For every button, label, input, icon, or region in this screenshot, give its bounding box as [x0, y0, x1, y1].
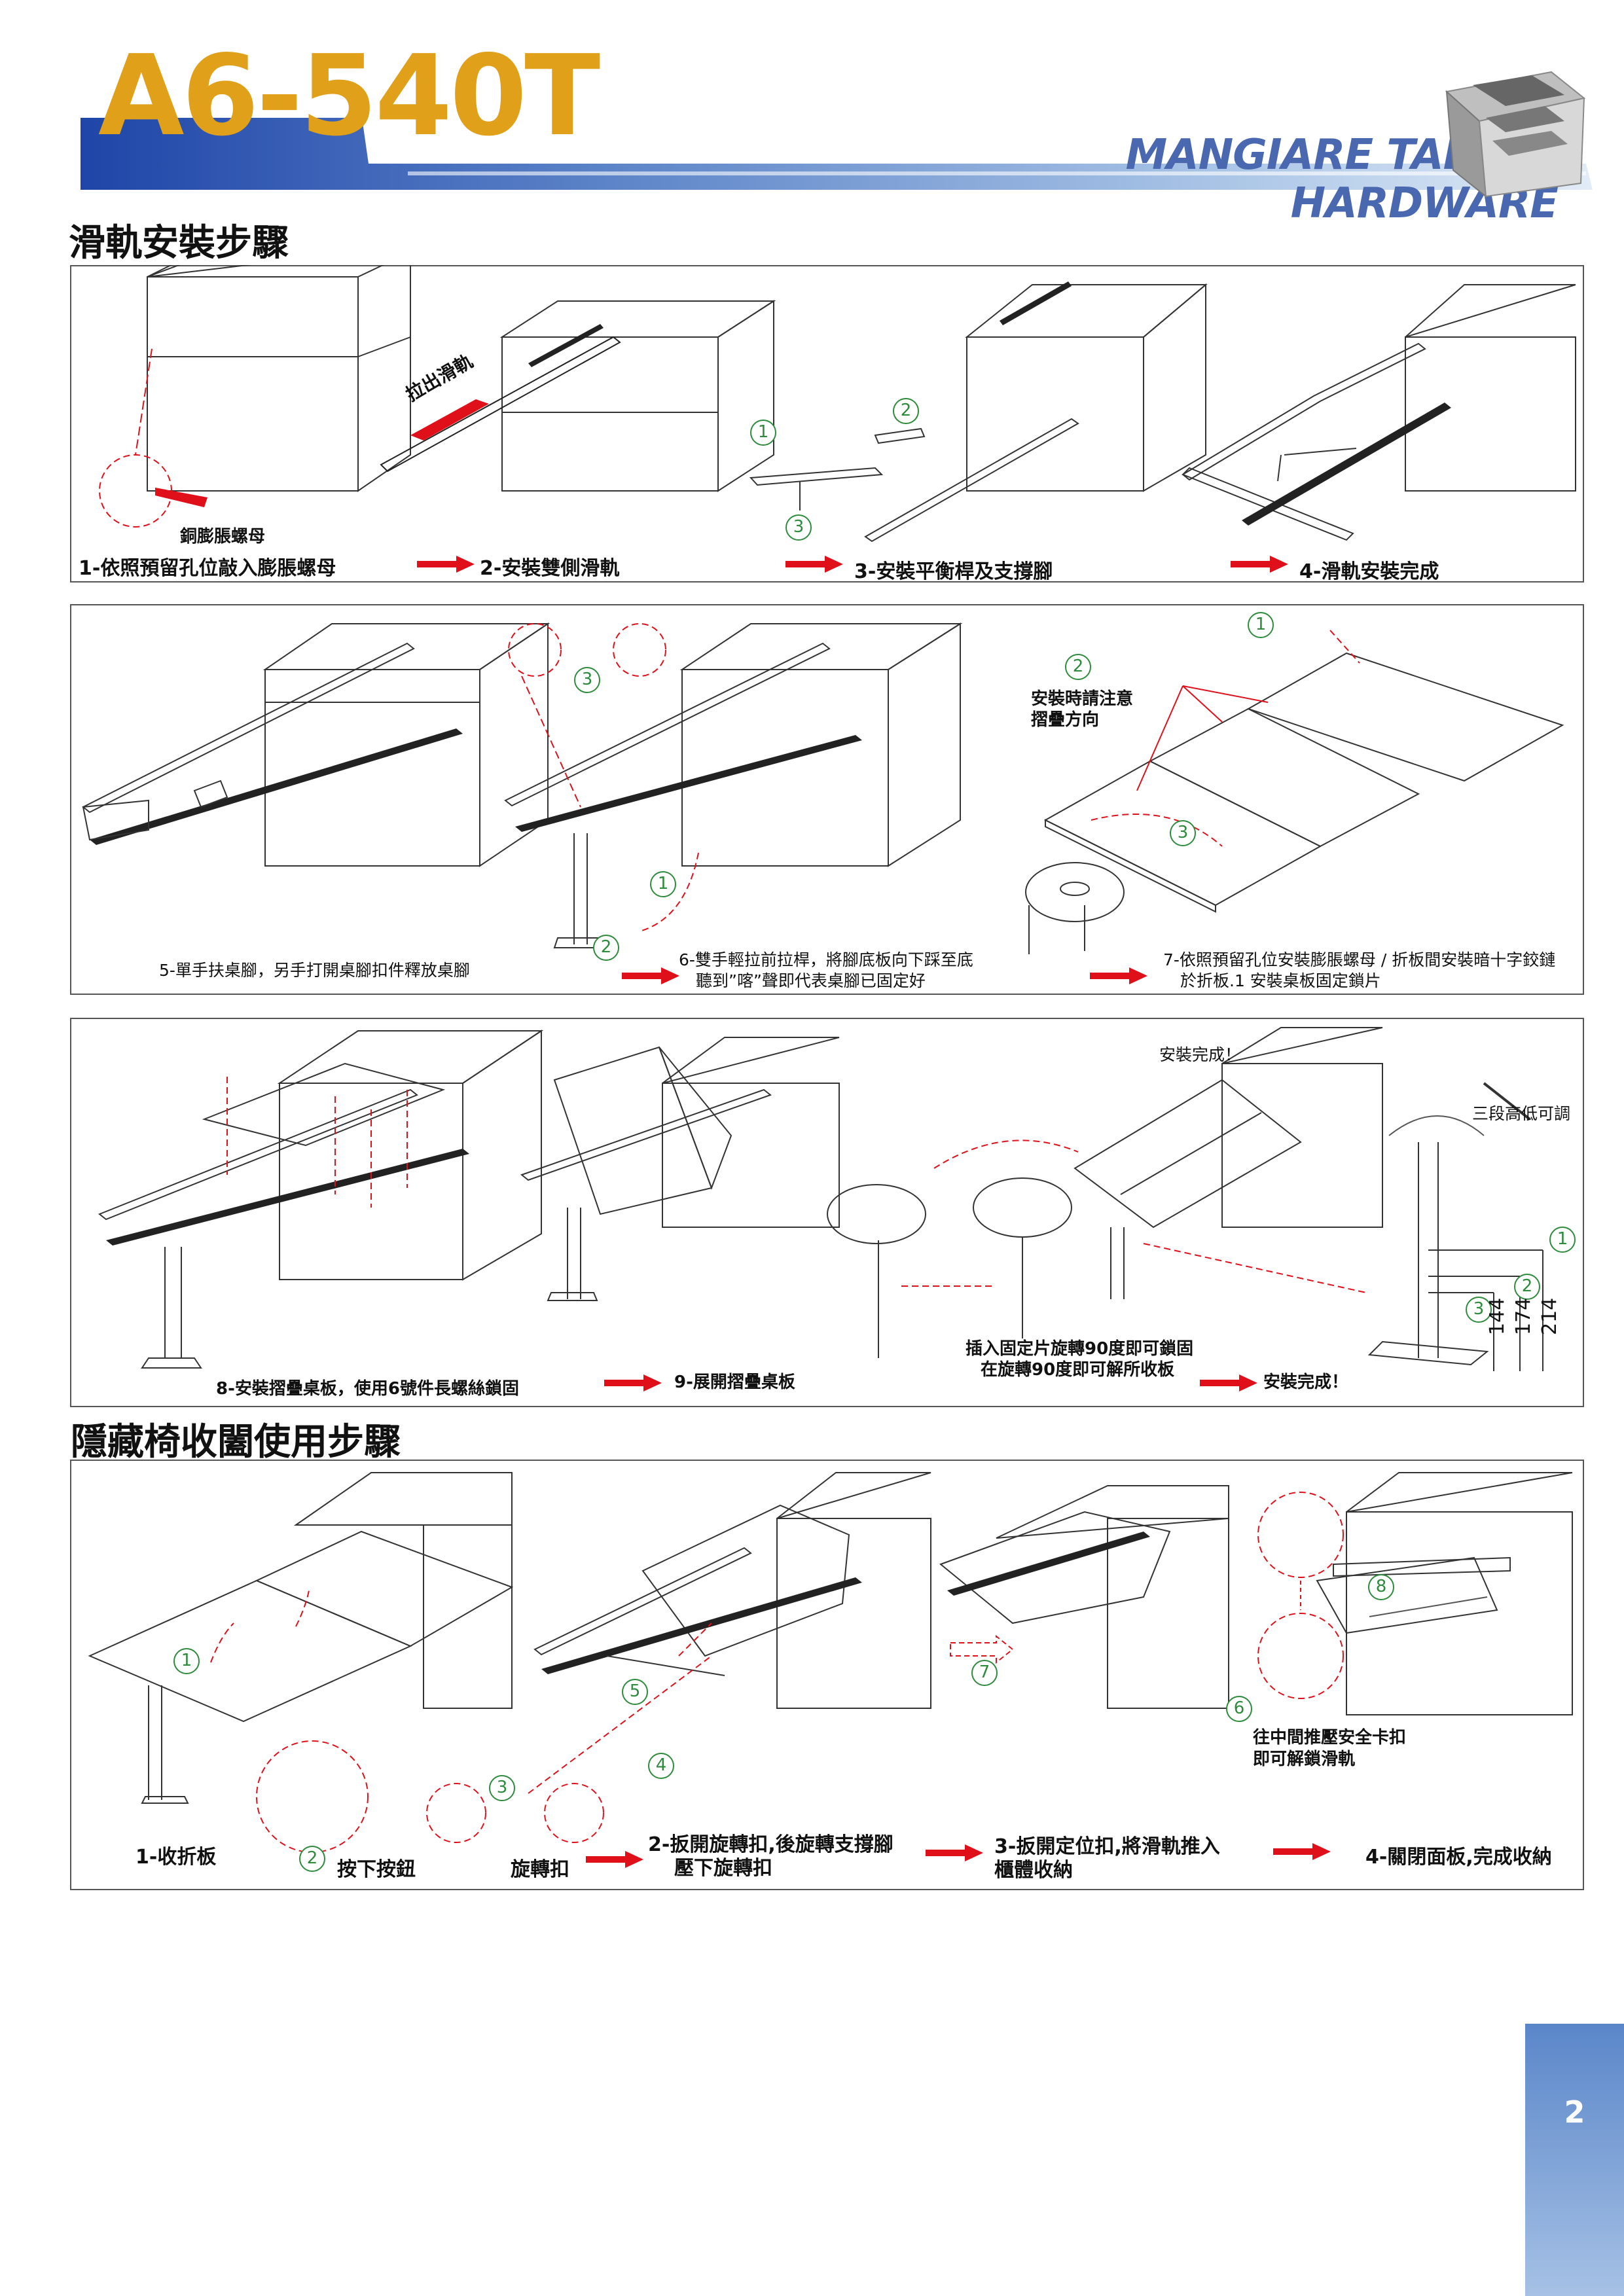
lock-note-line2: 在旋轉90度即可解所收板: [981, 1360, 1175, 1380]
step-6-line2: 聽到”喀”聲即代表桌腳已固定好: [696, 971, 926, 990]
fold-step-3-line1: 3-扳開定位扣,將滑軌推入: [994, 1835, 1220, 1858]
rotate-buckle-label: 旋轉扣: [511, 1858, 569, 1881]
marker-1: 1: [173, 1648, 200, 1674]
fold-step-4-label: 4-關閉面板,完成收納: [1365, 1846, 1552, 1869]
section-title-install: 滑軌安裝步驟: [69, 222, 289, 264]
marker-3: 3: [489, 1775, 515, 1801]
model-title: A6-540T: [98, 31, 600, 161]
fold-step-1-label: 1-收折板: [135, 1846, 217, 1869]
install-done-label: 安裝完成！: [1263, 1372, 1349, 1392]
tabletop-finish-illustration: [70, 1018, 1584, 1407]
marker-2: 2: [593, 935, 619, 961]
install-done-top: 安裝完成！: [1159, 1045, 1242, 1064]
step-5-label: 5-單手扶桌腳，另手打開桌腳扣件釋放桌腳: [159, 961, 470, 980]
logo-icon: [1445, 71, 1586, 198]
marker-1: 1: [650, 871, 676, 897]
step-6-line1: 6-雙手輕拉前拉桿，將腳底板向下踩至底: [679, 950, 973, 969]
page-number-bar: [1525, 2024, 1624, 2296]
fold-note-line2: 摺疊方向: [1031, 710, 1100, 730]
panel-leg-tabletop: [70, 604, 1584, 995]
step-7-line1: 7-依照預留孔位安裝膨脹螺母 / 折板間安裝暗十字鉸鏈: [1163, 950, 1556, 969]
press-button-label: 按下按鈕: [337, 1858, 416, 1881]
rail-install-illustration: [70, 265, 1584, 583]
header-band: [81, 118, 1593, 190]
arrow-right-icon: [586, 1851, 643, 1868]
part-label: 銅膨脹螺母: [180, 527, 266, 547]
marker-3: 3: [1466, 1297, 1492, 1323]
step-2-label: 2-安裝雙側滑軌: [480, 557, 620, 580]
marker-2: 2: [299, 1846, 325, 1872]
page-number: 2: [1564, 2094, 1585, 2130]
fold-step-2-line1: 2-扳開旋轉扣,後旋轉支撐腳: [648, 1833, 893, 1856]
push-note-line1: 往中間推壓安全卡扣: [1253, 1728, 1407, 1748]
section-title-fold: 隱藏椅收闔使用步驟: [71, 1421, 401, 1463]
fold-note-line1: 安裝時請注意: [1031, 689, 1134, 709]
step-7-line2: 於折板.1 安裝桌板固定鎖片: [1180, 971, 1381, 990]
dimension-214: 214: [1538, 1297, 1561, 1335]
height-adjust-label: 三段高低可調: [1472, 1104, 1571, 1123]
step-3-label: 3-安裝平衡桿及支撐腳: [854, 560, 1053, 583]
marker-8: 8: [1368, 1574, 1394, 1600]
push-note-line2: 即可解鎖滑軌: [1253, 1749, 1356, 1769]
panel-fold-storage: [70, 1460, 1584, 1890]
arrow-right-icon: [785, 556, 843, 573]
panel-tabletop-finish: [70, 1018, 1584, 1407]
marker-5: 5: [622, 1679, 648, 1705]
marker-2: 2: [1065, 654, 1091, 680]
arrow-right-icon: [1090, 967, 1147, 984]
marker-1: 1: [1248, 612, 1274, 638]
arrow-right-icon: [1200, 1374, 1257, 1391]
marker-1: 1: [750, 420, 776, 446]
fold-step-2-line2: 壓下旋轉扣: [674, 1857, 772, 1880]
marker-3: 3: [574, 667, 600, 693]
dimension-174: 174: [1512, 1297, 1535, 1335]
marker-6: 6: [1226, 1696, 1252, 1722]
marker-3: 3: [785, 514, 812, 541]
panel-rail-install: [70, 265, 1584, 583]
marker-1: 1: [1549, 1227, 1576, 1253]
marker-2: 2: [1514, 1274, 1540, 1300]
step-4-label: 4-滑軌安裝完成: [1299, 560, 1439, 583]
arrow-right-icon: [1231, 556, 1288, 573]
fold-storage-illustration: [70, 1460, 1584, 1890]
step-8-label: 8-安裝摺疊桌板，使用6號件長螺絲鎖固: [216, 1379, 519, 1399]
arrow-right-icon: [604, 1374, 662, 1391]
arrow-right-icon: [926, 1844, 983, 1861]
arrow-right-icon: [1273, 1843, 1331, 1860]
lock-note-line1: 插入固定片旋轉90度即可鎖固: [965, 1339, 1194, 1359]
marker-3: 3: [1170, 820, 1196, 846]
fold-step-3-line2: 櫃體收納: [994, 1859, 1073, 1882]
marker-2: 2: [893, 398, 919, 424]
dimension-144: 144: [1486, 1297, 1509, 1335]
step-1-label: 1-依照預留孔位敲入膨脹螺母: [79, 557, 336, 580]
arrow-right-icon: [417, 556, 475, 573]
step-9-label: 9-展開摺疊桌板: [674, 1372, 795, 1392]
leg-tabletop-illustration: [70, 604, 1584, 995]
marker-4: 4: [648, 1753, 674, 1779]
arrow-right-icon: [622, 967, 679, 984]
marker-7: 7: [971, 1660, 998, 1686]
